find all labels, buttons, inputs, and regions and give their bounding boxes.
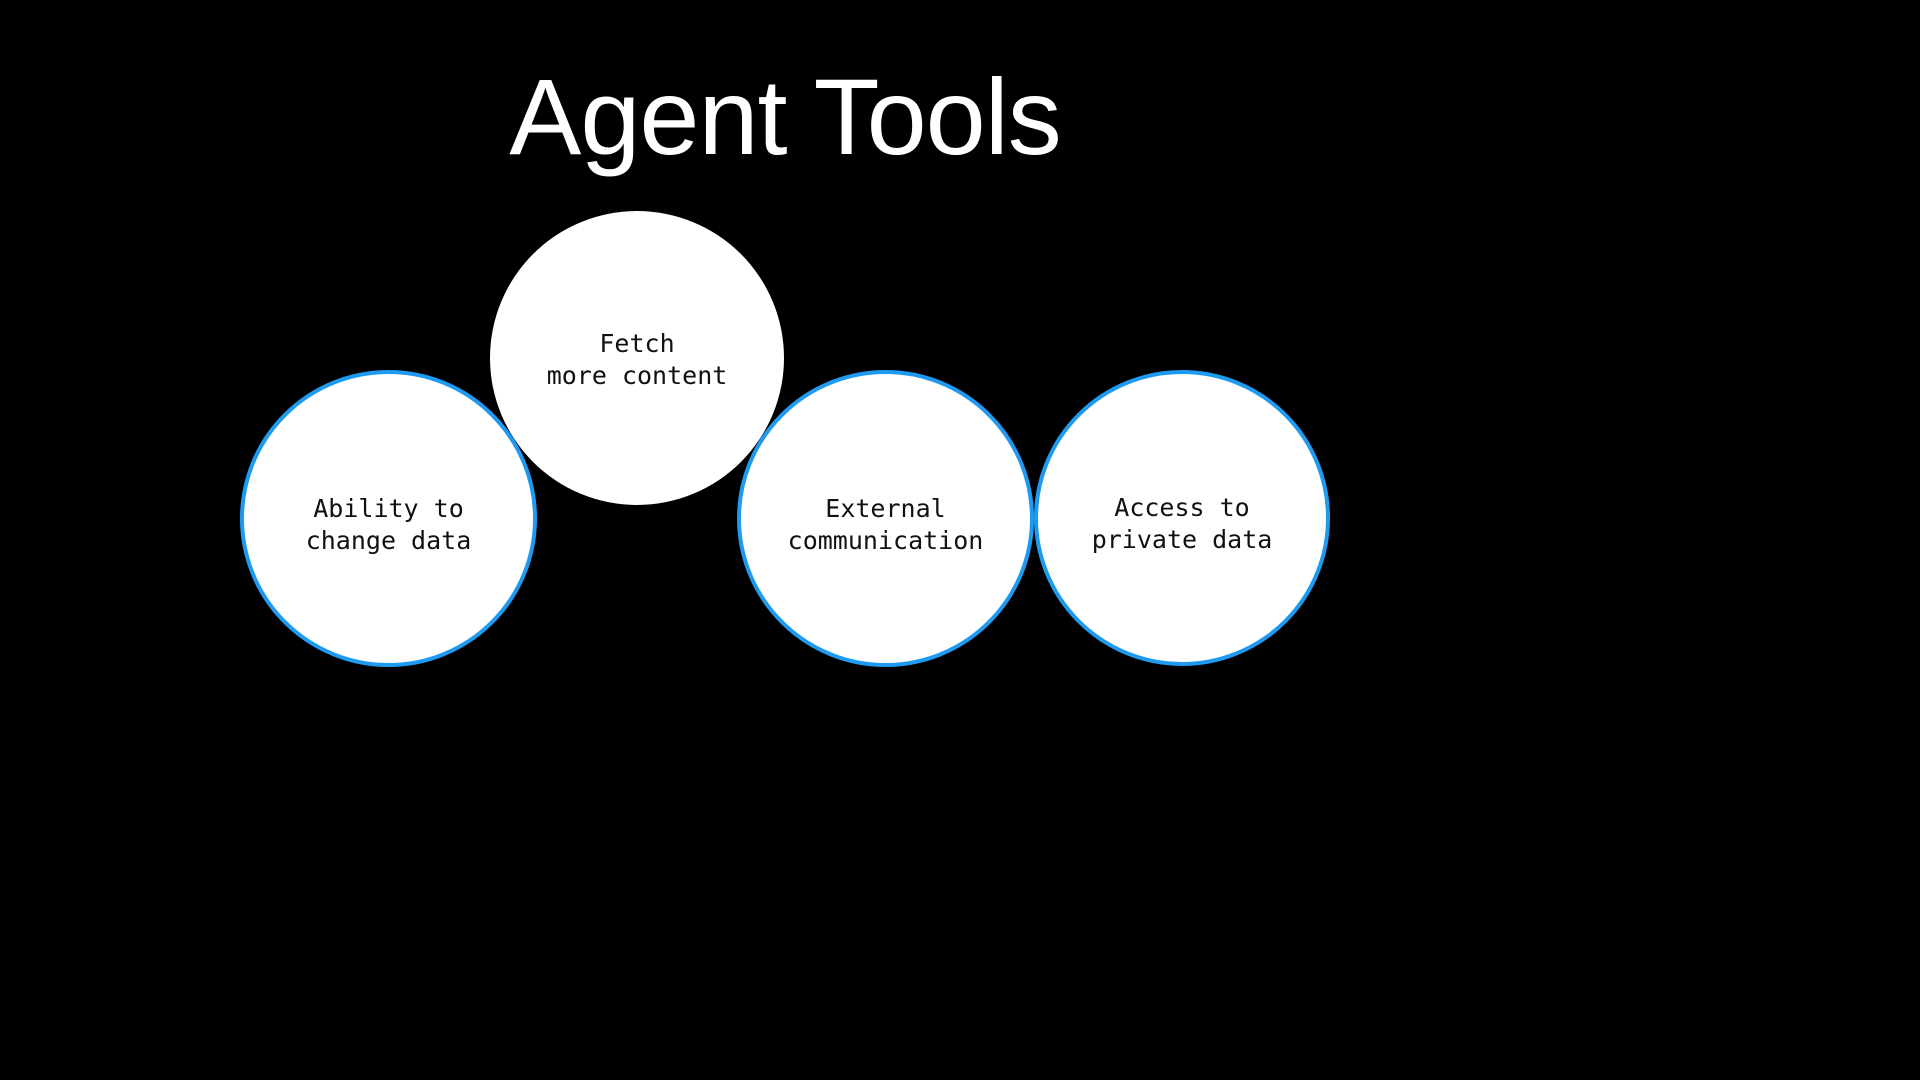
node-external-communication[interactable]: External communication [737, 370, 1034, 667]
node-ability-to-change-data[interactable]: Ability to change data [240, 370, 537, 667]
node-access-to-private-data[interactable]: Access to private data [1034, 370, 1330, 666]
node-label: Ability to change data [305, 493, 472, 555]
node-label: Fetch more content [546, 329, 728, 390]
page-title: Agent Tools [509, 56, 1061, 177]
node-label: External communication [787, 493, 984, 555]
node-fetch-more-content[interactable]: Fetch more content [490, 211, 784, 505]
node-label: Access to private data [1091, 493, 1273, 554]
